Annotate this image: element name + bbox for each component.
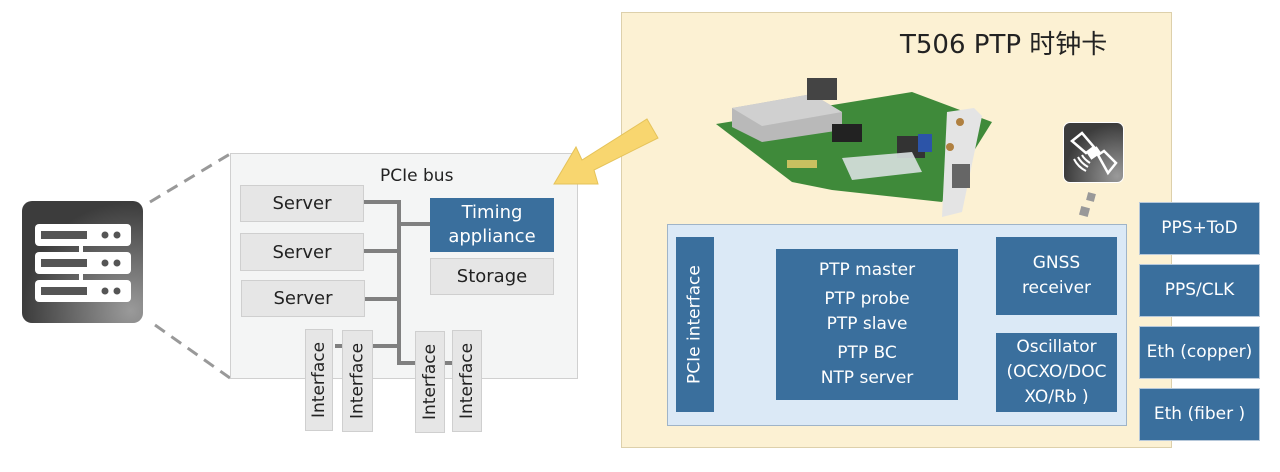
oscillator-box: Oscillator (OCXO/DOC XO/Rb ) [996, 333, 1117, 412]
function-label: PTP master [818, 260, 916, 280]
function-label: PTP BC [837, 343, 897, 363]
output-port: Eth (copper) [1139, 326, 1260, 379]
interface-box: Interface [452, 330, 482, 432]
zoom-lines [149, 152, 231, 380]
timing-appliance-box: Timing appliance [430, 198, 554, 252]
interface-box: Interface [305, 329, 333, 431]
bus-line [445, 361, 453, 365]
server-box: Server [240, 233, 364, 271]
function-label: PTP slave [826, 314, 908, 334]
bus-line [373, 344, 399, 348]
function-label: NTP server [820, 368, 914, 388]
pcie-bus-title: PCIe bus [380, 166, 454, 186]
output-port: PPS/CLK [1139, 264, 1260, 317]
bus-line [364, 249, 400, 253]
bus-line [335, 344, 343, 348]
output-port: Eth (fiber ) [1139, 388, 1260, 441]
server-box: Server [241, 280, 365, 317]
card-title: T506 PTP 时钟卡 [900, 30, 1108, 60]
output-port: PPS+ToD [1139, 202, 1260, 255]
arrow-icon [553, 118, 659, 185]
functions-box: PTP master PTP probe PTP slave PTP BC NT… [776, 249, 958, 400]
satellite-icon [1063, 122, 1124, 183]
bus-line [364, 297, 400, 301]
interface-box: Interface [342, 330, 373, 432]
pcie-timing-card-photo [716, 78, 992, 217]
bus-line [397, 361, 415, 365]
server-box: Server [240, 185, 364, 222]
bus-line [397, 200, 401, 365]
pcie-interface-box: PCIe interface [676, 237, 714, 412]
bus-line [397, 222, 431, 226]
gnss-receiver-box: GNSS receiver [996, 237, 1117, 315]
bus-line [364, 200, 400, 204]
storage-box: Storage [430, 258, 554, 295]
function-label: PTP probe [824, 289, 910, 309]
interface-box: Interface [415, 331, 445, 433]
server-rack-icon [22, 201, 143, 323]
